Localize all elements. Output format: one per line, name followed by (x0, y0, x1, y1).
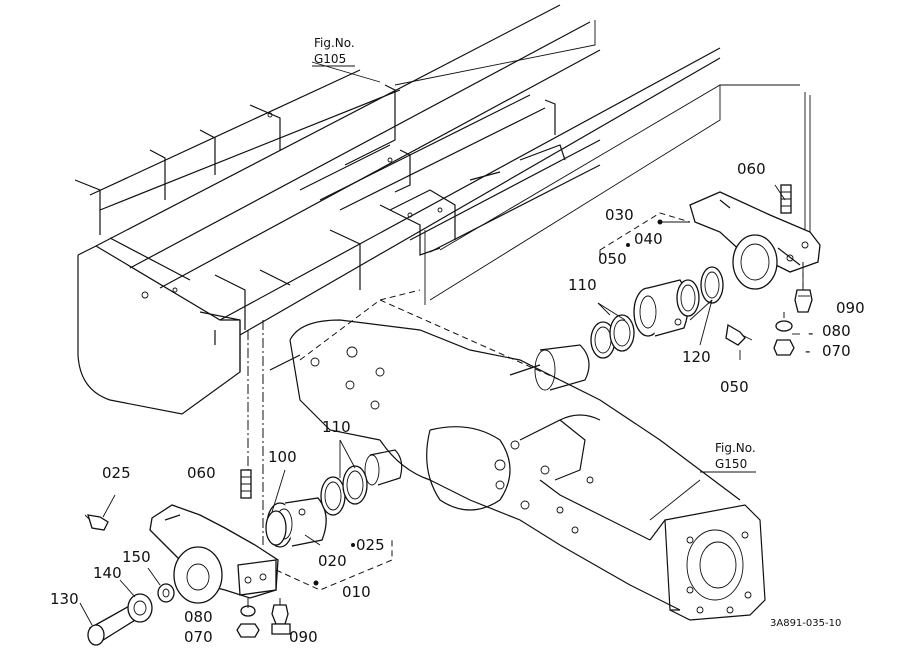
shim-100 (265, 510, 287, 546)
washer-080-top (775, 320, 793, 332)
callout-080-top: 080 (822, 322, 851, 340)
callout-050-mid: 050 (720, 378, 749, 396)
bolt-090-top (794, 268, 813, 313)
washer-150 (157, 583, 175, 603)
dot-040 (626, 243, 630, 247)
callout-040: 040 (634, 230, 663, 248)
nut-070-bottom (236, 623, 260, 638)
callout-070-top-dash: - (805, 342, 810, 360)
callout-090-bottom: 090 (289, 628, 318, 646)
dot-030 (657, 219, 663, 225)
fig-ref-g150-number: G150 (715, 457, 747, 471)
figure-ref-g150: Fig.No. G150 (700, 441, 756, 473)
front-bracket-assembly (689, 191, 821, 290)
dashed-guides (247, 212, 804, 608)
callout-140: 140 (93, 564, 122, 582)
rear-bracket-assembly (149, 504, 279, 604)
figure-ref-g105: Fig.No. G105 (312, 36, 355, 67)
callout-090-top: 090 (836, 299, 865, 317)
dot-025 (351, 543, 355, 547)
callout-060-left: 060 (187, 464, 216, 482)
callout-labels: 060 030 040 050 110 090 - 080 - 070 120 … (50, 160, 865, 646)
seal-rings-110-left (320, 465, 368, 516)
callout-010: 010 (342, 583, 371, 601)
callout-100: 100 (268, 448, 297, 466)
seal-rings-110-top (590, 314, 635, 359)
dot-010 (313, 580, 319, 586)
callout-030: 030 (605, 206, 634, 224)
callout-020: 020 (318, 552, 347, 570)
drawing-id: 3A891-035-10 (770, 618, 841, 629)
callout-110-left: 110 (322, 418, 351, 436)
front-axle-housing (289, 319, 766, 621)
pin-060-top (780, 184, 792, 214)
callout-110-top: 110 (568, 276, 597, 294)
bolt-090-bottom (271, 604, 291, 635)
washer-140 (127, 593, 153, 623)
callout-050-top: 050 (598, 250, 627, 268)
callout-060-top: 060 (737, 160, 766, 178)
callout-025-left: 025 (102, 464, 131, 482)
grease-fitting-025 (84, 514, 109, 531)
fig-ref-g105-number: G105 (314, 52, 346, 66)
nut-070-top (773, 339, 795, 356)
chassis-frame (74, 4, 721, 415)
callout-025-mid: 025 (356, 536, 385, 554)
callout-leaders (79, 184, 800, 626)
callout-080-top-dash: - (808, 324, 813, 342)
leader-lines (311, 20, 811, 521)
grease-fitting-050 (725, 323, 753, 346)
callout-120: 120 (682, 348, 711, 366)
fig-ref-g105-label: Fig.No. (314, 36, 355, 50)
callout-150: 150 (122, 548, 151, 566)
fig-ref-g150-label: Fig.No. (715, 441, 756, 455)
callout-070-bottom: 070 (184, 628, 213, 646)
callout-130: 130 (50, 590, 79, 608)
pin-060-left (240, 469, 252, 499)
seal-rings-120 (676, 266, 724, 317)
callout-080-bottom: 080 (184, 608, 213, 626)
callout-070-top: 070 (822, 342, 851, 360)
